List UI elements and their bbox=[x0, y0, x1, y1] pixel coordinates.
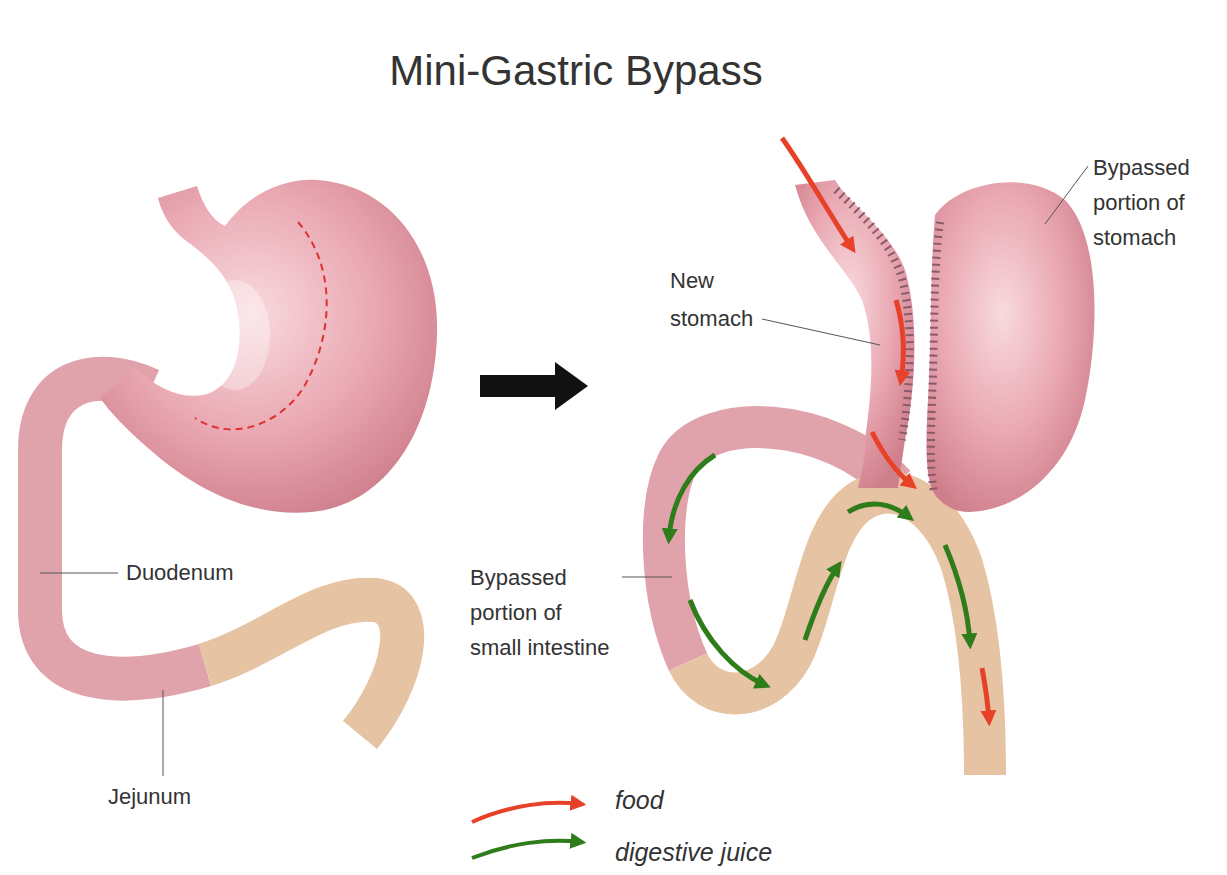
leader-line bbox=[1045, 166, 1088, 224]
stomach-shape bbox=[100, 180, 437, 513]
part-label: New stomach bbox=[670, 262, 780, 338]
part-label: Jejunum bbox=[108, 782, 228, 812]
part-label: Duodenum bbox=[126, 558, 256, 588]
legend-arrow bbox=[472, 803, 580, 822]
part-label: Bypassed portion of small intestine bbox=[470, 560, 616, 665]
cut-line bbox=[195, 222, 327, 429]
staple-line bbox=[836, 190, 910, 440]
bypassed-intestine-tube bbox=[664, 427, 895, 662]
food-arrow bbox=[872, 432, 912, 485]
pouch-shape bbox=[795, 180, 914, 488]
leader-line bbox=[163, 690, 164, 776]
staple-line bbox=[931, 222, 940, 492]
diagram-title: Mini-Gastric Bypass bbox=[276, 46, 876, 96]
stomach-highlight bbox=[200, 280, 270, 390]
food-arrow bbox=[896, 300, 904, 380]
juice-arrow bbox=[690, 600, 765, 685]
leader-line bbox=[762, 319, 880, 345]
juice-arrow bbox=[945, 545, 970, 643]
food-arrow bbox=[782, 138, 852, 248]
legend-text: digestive juice bbox=[615, 837, 855, 867]
bypassed-stomach-shape bbox=[926, 182, 1094, 512]
jejunum-tube bbox=[205, 600, 402, 735]
legend-text: food bbox=[615, 785, 855, 815]
leader-line bbox=[40, 573, 118, 574]
intestine-tube bbox=[688, 492, 985, 775]
transition-arrow bbox=[480, 362, 588, 410]
part-label: Bypassed portion of stomach bbox=[1093, 150, 1221, 255]
juice-arrow bbox=[669, 455, 715, 538]
legend-arrow bbox=[472, 841, 580, 858]
food-arrow bbox=[982, 668, 989, 720]
leader-line bbox=[622, 577, 672, 578]
juice-arrow bbox=[805, 566, 838, 640]
juice-arrow bbox=[848, 504, 909, 517]
